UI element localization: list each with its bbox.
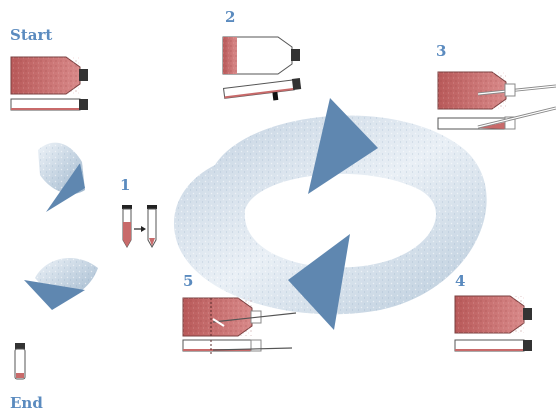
cell-culture-flask-icon	[10, 56, 88, 95]
cell-culture-flask-icon	[454, 295, 532, 334]
step-2-label: 2	[225, 8, 236, 26]
cell-culture-flask-icon	[182, 297, 297, 337]
cryovial-icon	[14, 343, 26, 380]
cycle-arrowhead-bottom	[288, 234, 350, 330]
start-label: Start	[10, 26, 53, 44]
transfer-arrow-icon	[134, 226, 146, 232]
small-curved-arrow-icon	[38, 142, 85, 212]
circular-arrow-icon	[173, 98, 487, 330]
cell-scraper-icon	[212, 312, 297, 327]
cell-culture-flask-icon	[222, 36, 300, 75]
pipette-icon	[477, 106, 556, 129]
flask-side-view-icon	[182, 339, 293, 356]
step-4-label: 4	[455, 272, 466, 290]
cell-culture-flask-icon	[437, 71, 556, 110]
small-curved-arrow-icon	[24, 257, 98, 310]
flask-side-view-icon	[222, 78, 302, 101]
step-5-label: 5	[183, 272, 194, 290]
flask-side-view-icon	[10, 98, 88, 111]
end-label: End	[10, 394, 43, 412]
flask-side-view-icon	[437, 106, 556, 130]
centrifuge-tube-icon	[147, 205, 157, 249]
pipette-icon	[477, 84, 556, 96]
cycle-arrowhead-top	[308, 98, 378, 194]
step-1-label: 1	[120, 176, 131, 194]
step-3-label: 3	[436, 42, 447, 60]
flask-side-view-icon	[454, 339, 532, 352]
centrifuge-tube-icon	[122, 205, 132, 249]
